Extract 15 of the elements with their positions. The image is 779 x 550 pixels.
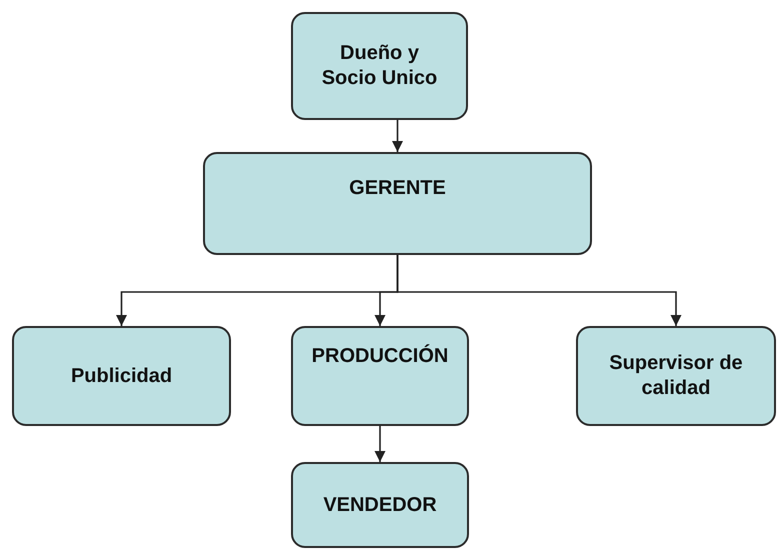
org-box [12,326,231,426]
box-title: GERENTE [349,176,446,201]
arrow [392,120,404,152]
org-box [576,326,776,426]
org-box [203,152,592,255]
box-title: Publicidad [70,364,172,388]
arrow [374,426,386,462]
org-box [291,12,468,120]
box-title: Supervisor de calidad [608,351,744,401]
org-box [291,462,469,548]
org-box [291,326,469,426]
box-title: VENDEDOR [323,492,437,518]
arrow [396,255,682,326]
box-title: PRODUCCIÓN [312,344,448,369]
box-title: Dueño y Socio Unico [320,41,438,91]
